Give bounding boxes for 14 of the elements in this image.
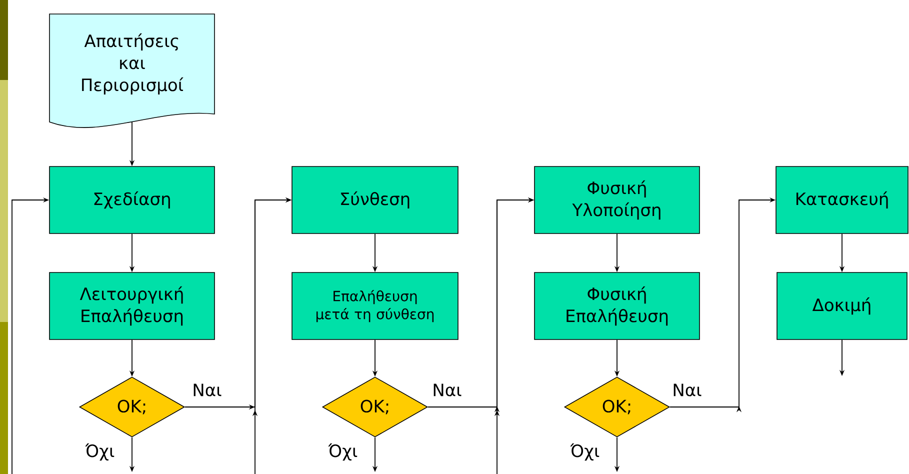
process-box: Σύνθεση [292, 166, 458, 234]
process-box: Δοκιμή [776, 272, 908, 340]
edge-label: Όχι [85, 443, 114, 461]
edge-label: Ναι [674, 384, 702, 396]
process-box: Επαλήθευση μετά τη σύνθεση [292, 272, 458, 340]
process-box: Φυσική Υλοποίηση [534, 166, 700, 234]
process-box: Φυσική Επαλήθευση [534, 272, 700, 340]
edge-label: Ναι [434, 384, 462, 396]
edge-label: Όχι [570, 443, 600, 461]
process-box: Σχεδίαση [49, 166, 215, 234]
edge-label: Ναι [194, 384, 222, 396]
process-box: Κατασκευή [776, 166, 908, 234]
edge-label: Όχι [328, 443, 358, 461]
process-box: Λειτουργική Επαλήθευση [49, 272, 215, 340]
